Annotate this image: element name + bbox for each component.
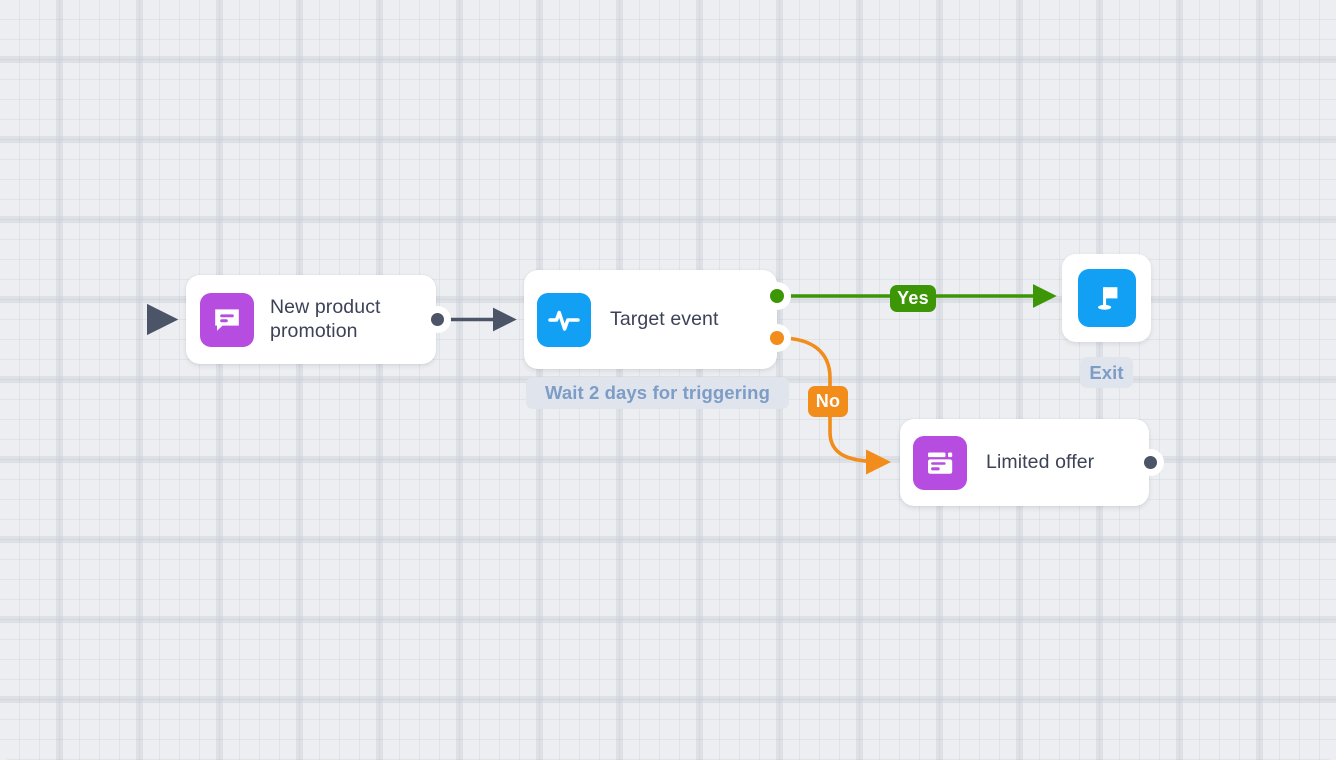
chat-message-icon [200,292,254,347]
flag-icon [1077,269,1136,327]
popup-window-icon [913,435,967,490]
node-label: Target event [610,307,719,330]
node-label: New product promotion [270,295,381,342]
wait-condition-pill: Wait 2 days for triggering [526,377,789,409]
exit-label-pill: Exit [1080,357,1133,388]
node-exit[interactable] [1062,254,1151,342]
connector-dot-target-yes[interactable] [770,289,784,303]
node-label: Limited offer [986,450,1095,473]
branch-badge-yes[interactable]: Yes [890,285,936,312]
branch-badge-no[interactable]: No [808,386,848,417]
connector-dot-target-no[interactable] [770,331,784,345]
connector-dot-offer-output[interactable] [1144,456,1157,469]
pulse-activity-icon [537,292,591,347]
node-new-product-promotion[interactable]: New product promotion [186,275,436,364]
node-target-event[interactable]: Target event [524,270,777,369]
connector-dot-promo-output[interactable] [431,313,444,326]
node-limited-offer[interactable]: Limited offer [900,419,1149,506]
